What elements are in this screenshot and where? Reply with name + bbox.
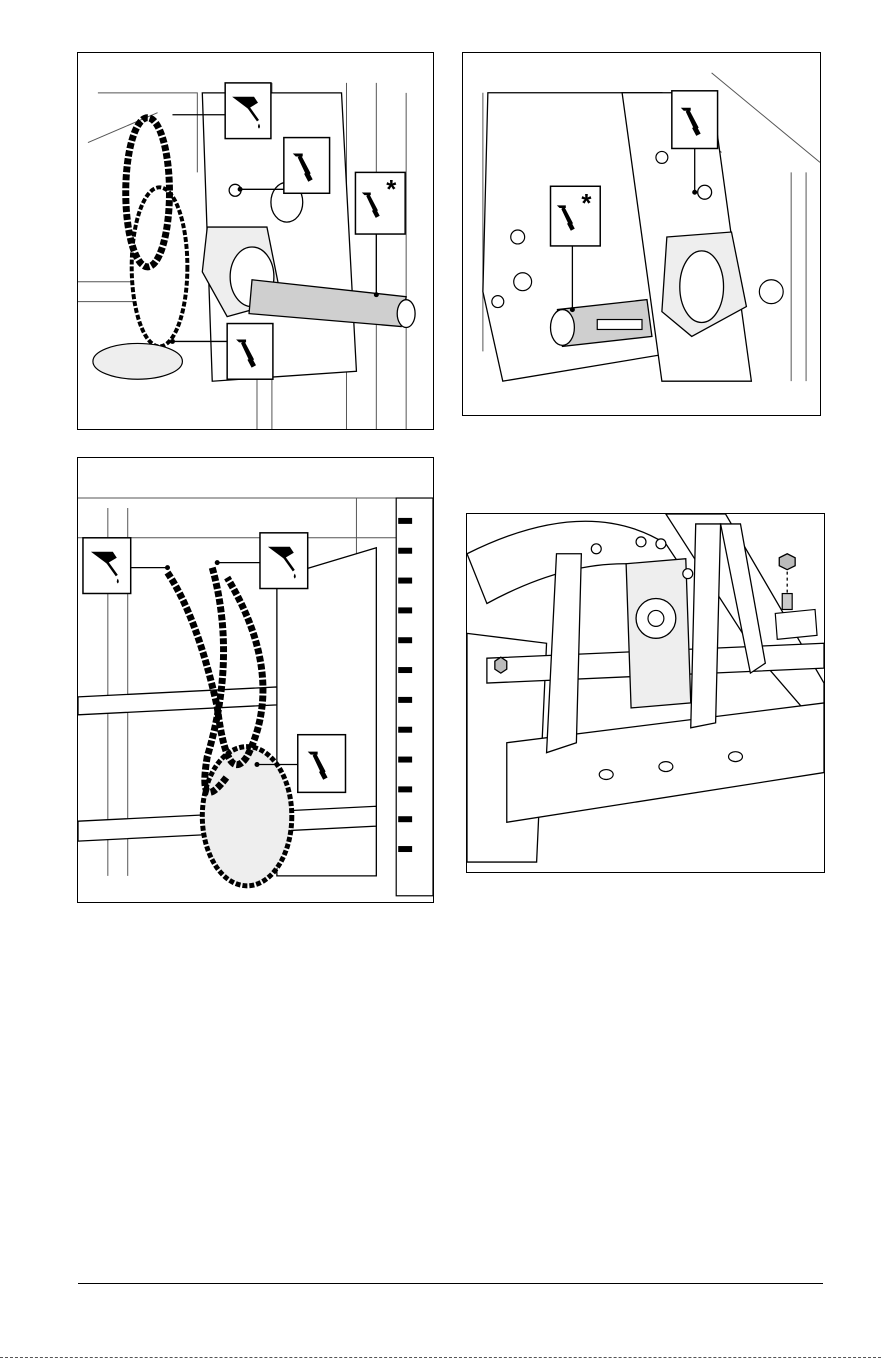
grease-gun-icon <box>672 91 718 149</box>
figure-double-chain-lubrication <box>77 457 434 903</box>
grease-gun-icon <box>298 735 346 793</box>
figure-d-illustration <box>467 514 824 872</box>
grease-gun-icon <box>284 138 330 194</box>
oil-can-icon <box>260 533 308 589</box>
crop-marks <box>0 1357 881 1358</box>
figure-chain-drive-lubrication: * <box>77 52 434 430</box>
grease-gun-special-icon: * <box>551 186 601 246</box>
grease-gun-icon <box>227 324 273 380</box>
special-marker: * <box>581 190 592 218</box>
nut-icon <box>779 554 795 570</box>
figure-shaft-grease-points: * <box>462 52 821 416</box>
grease-gun-special-icon: * <box>355 172 405 234</box>
page-footer-rule <box>78 1283 823 1284</box>
oil-can-icon <box>83 538 131 594</box>
special-marker: * <box>386 176 397 204</box>
figure-b-illustration: * <box>463 53 820 415</box>
hex-bolt-icon <box>495 657 507 673</box>
figure-a-illustration: * <box>78 53 433 429</box>
oil-can-icon <box>225 83 271 139</box>
figure-auger-gearbox-bolt <box>466 513 825 873</box>
figure-c-illustration <box>78 458 433 902</box>
